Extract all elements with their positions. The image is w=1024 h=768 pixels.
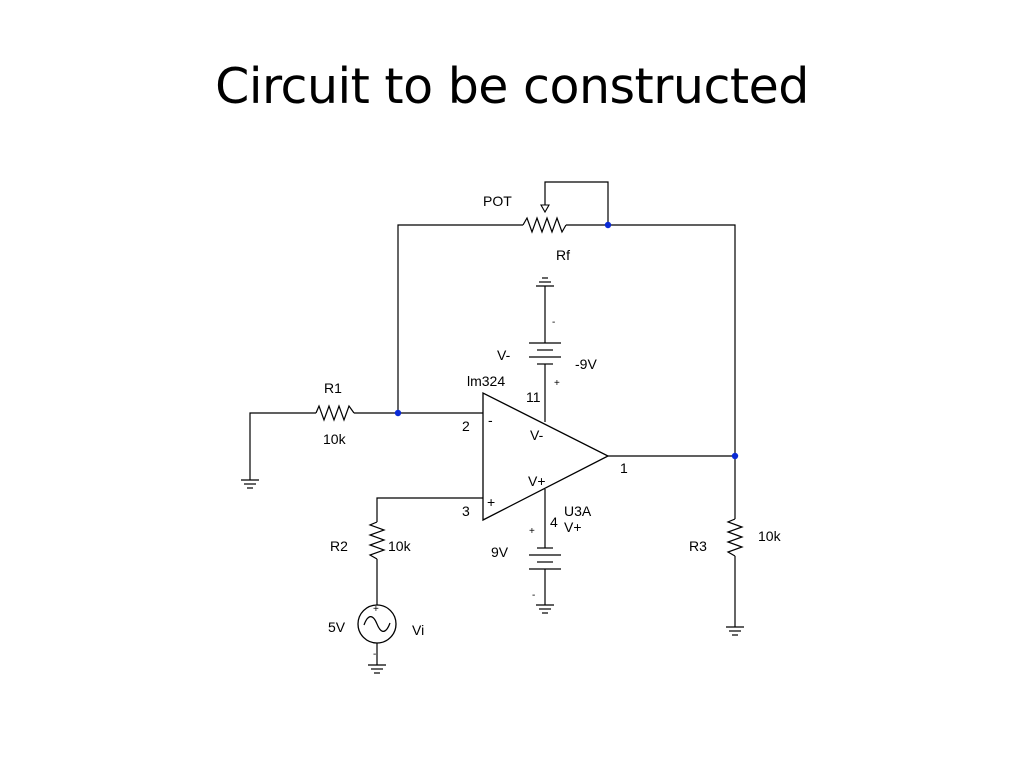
node-dot-inverting: [394, 409, 402, 417]
r2-name: R2: [330, 538, 348, 554]
pot-label: POT: [483, 193, 512, 209]
resistor-r3: [726, 518, 744, 636]
r3-value: 10k: [758, 528, 782, 544]
opamp-plus-sign: +: [487, 494, 495, 510]
pin-11: 11: [526, 389, 541, 405]
r2-value: 10k: [388, 538, 412, 554]
r1-name: R1: [324, 380, 342, 396]
pin-4: 4: [550, 514, 558, 530]
pin-2: 2: [462, 418, 470, 434]
opamp-vplus-label: V+: [528, 473, 546, 489]
resistor-r1: [249, 404, 483, 480]
r1-value: 10k: [323, 431, 347, 447]
feedback-wires: [397, 181, 736, 519]
ground-r1: [241, 479, 259, 489]
rf-label: Rf: [556, 247, 570, 263]
source-name: Vi: [412, 622, 424, 638]
battery-neg-sign-bottom: +: [554, 378, 560, 389]
battery-positive-supply: [529, 489, 561, 614]
source-sign-top: +: [373, 604, 379, 615]
opamp-vplus-pin-label: V+: [564, 519, 582, 535]
r3-name: R3: [689, 538, 707, 554]
opamp-part: lm324: [467, 373, 505, 389]
node-dot-pot-wiper: [604, 221, 612, 229]
potentiometer-rf: [522, 204, 567, 234]
opamp-vminus-label: V-: [530, 427, 544, 443]
battery-pos-value: 9V: [491, 544, 509, 560]
pin-1: 1: [620, 460, 628, 476]
battery-negative-supply: [529, 277, 561, 422]
battery-neg-sign-top: -: [552, 317, 555, 328]
opamp-ref: U3A: [564, 503, 592, 519]
source-sign-bottom: -: [373, 649, 376, 660]
resistor-r2: [368, 497, 483, 605]
source-value: 5V: [328, 619, 346, 635]
ac-source-vi: [357, 604, 397, 674]
opamp-u3a: [482, 391, 735, 522]
node-dot-output: [731, 452, 739, 460]
slide-title: Circuit to be constructed: [215, 58, 809, 115]
opamp-minus-sign: -: [488, 412, 493, 428]
battery-pos-sign-top: +: [529, 526, 535, 537]
battery-pos-sign-bottom: -: [532, 590, 535, 601]
pin-3: 3: [462, 503, 470, 519]
battery-neg-value: -9V: [575, 356, 597, 372]
battery-neg-label: V-: [497, 347, 511, 363]
